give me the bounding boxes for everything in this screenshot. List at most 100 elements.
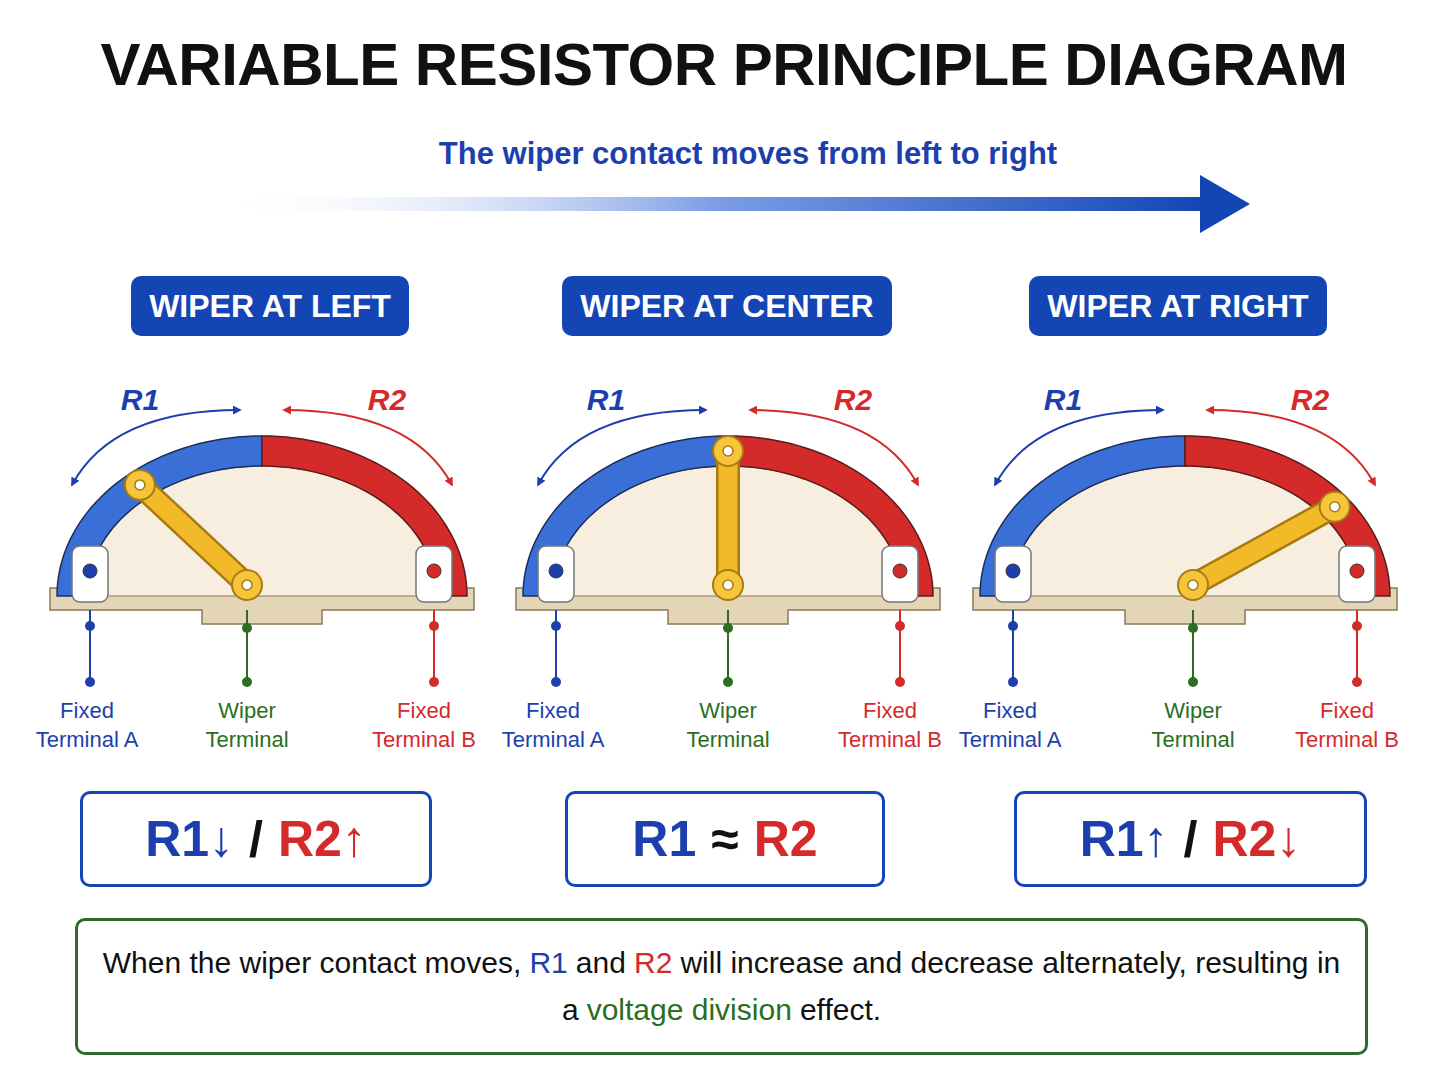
text-line: R1↓ / R2↑: [145, 809, 367, 869]
lead-dot: [429, 677, 439, 687]
resistance-label: R2: [357, 380, 417, 419]
r2-span-arrow: [750, 410, 918, 485]
text-line: R1 ≈ R2: [632, 809, 817, 869]
panel-header: WIPER AT RIGHT: [1029, 276, 1326, 336]
terminal-dot: [1350, 564, 1364, 578]
wiper-lead: [246, 610, 248, 682]
wiper-lead: [1192, 610, 1194, 682]
wiper-arm-outline: [140, 485, 247, 585]
wiper-rivet: [1330, 502, 1340, 512]
header-text: WIPER AT LEFT: [149, 288, 391, 324]
wiper-joint: [1320, 492, 1350, 522]
lead-dot: [723, 677, 733, 687]
potentiometer: [973, 410, 1397, 687]
terminal-lead: [899, 610, 901, 682]
terminal-lead: [1012, 610, 1014, 682]
lead-dot: [1188, 677, 1198, 687]
wiper-rivet: [723, 580, 733, 590]
terminal-lead: [433, 610, 435, 682]
terminal-dot: [427, 564, 441, 578]
wiper-arm: [140, 485, 247, 585]
result-text: /: [249, 811, 263, 867]
terminal-block: [72, 546, 108, 602]
terminal-block: [416, 546, 452, 602]
terminal-label: Wiper Terminal: [1128, 697, 1258, 754]
terminal-block: [995, 546, 1031, 602]
note-text: and: [576, 946, 626, 979]
wiper-joint: [713, 436, 743, 466]
terminal-label: Fixed Terminal B: [359, 697, 489, 754]
lead-dot: [85, 677, 95, 687]
text-line: R1↑/R2↓: [1080, 809, 1302, 869]
wiper-joint: [232, 570, 262, 600]
note-text: R1: [529, 946, 567, 979]
resistance-label: R1: [110, 380, 170, 419]
lead-dot: [1352, 621, 1362, 631]
lead-dot: [85, 621, 95, 631]
direction-arrow-shaft: [220, 197, 1205, 211]
lead-dot: [551, 621, 561, 631]
terminal-label: Fixed Terminal B: [1282, 697, 1412, 754]
wiper-joint: [1178, 570, 1208, 600]
note-text: voltage division: [587, 993, 792, 1026]
wiper-joint: [713, 570, 743, 600]
terminal-label: Wiper Terminal: [182, 697, 312, 754]
wiper-rivet: [242, 580, 252, 590]
panel-header: WIPER AT CENTER: [562, 276, 891, 336]
terminal-lead: [89, 610, 91, 682]
resistance-label: R1: [576, 380, 636, 419]
result-text: R1: [632, 811, 696, 867]
lead-dot: [429, 621, 439, 631]
page-title: VARIABLE RESISTOR PRINCIPLE DIAGRAM: [100, 30, 1347, 99]
result-box: R1↑/R2↓: [1014, 791, 1367, 887]
result-text: R2↑: [278, 811, 367, 867]
terminal-dot: [893, 564, 907, 578]
resistance-label: R2: [1280, 380, 1340, 419]
note-box: When the wiper contact moves,R1andR2will…: [75, 918, 1368, 1055]
wiper-rivet: [723, 446, 733, 456]
terminal-label: Fixed Terminal A: [488, 697, 618, 754]
terminal-block: [538, 546, 574, 602]
resistance-label: R1: [1033, 380, 1093, 419]
wiper-arm-outline: [1193, 507, 1335, 585]
result-box: R1 ≈ R2: [565, 791, 885, 887]
text-line: When the wiper contact moves,R1andR2will…: [102, 940, 1341, 1033]
lead-dot: [242, 623, 252, 633]
resistive-track-r1: [523, 436, 728, 596]
lead-dot: [723, 623, 733, 633]
note-text: When the wiper contact moves,: [103, 946, 522, 979]
terminal-label: Wiper Terminal: [663, 697, 793, 754]
note-text: effect.: [800, 993, 881, 1026]
direction-caption: The wiper contact moves from left to rig…: [298, 134, 1198, 174]
lead-dot: [1008, 621, 1018, 631]
r1-span-arrow: [995, 410, 1163, 485]
wiper-rivet: [1188, 580, 1198, 590]
result-box: R1↓ / R2↑: [80, 791, 432, 887]
result-text: ≈: [711, 811, 738, 867]
resistive-track-r1: [980, 436, 1185, 596]
resistive-track-r1: [57, 436, 262, 596]
r2-span-arrow: [284, 410, 452, 485]
header-text: WIPER AT RIGHT: [1047, 288, 1308, 324]
panel-header: WIPER AT LEFT: [131, 276, 409, 336]
terminal-dot: [549, 564, 563, 578]
resistance-label: R2: [823, 380, 883, 419]
potentiometer: [516, 410, 940, 687]
result-text: R1↓: [145, 811, 234, 867]
wiper-arm-outline: [716, 451, 740, 585]
terminal-dot: [1006, 564, 1020, 578]
terminal-lead: [555, 610, 557, 682]
lead-dot: [895, 621, 905, 631]
terminal-dot: [83, 564, 97, 578]
direction-arrow-head: [1200, 175, 1250, 233]
r2-span-arrow: [1207, 410, 1375, 485]
terminal-block: [1339, 546, 1375, 602]
wiper-rivet: [135, 480, 145, 490]
result-text: R2: [754, 811, 818, 867]
wiper-lead: [727, 610, 729, 682]
wiper-arm: [1193, 507, 1335, 585]
lead-dot: [895, 677, 905, 687]
header-text: WIPER AT CENTER: [580, 288, 873, 324]
terminal-label: Fixed Terminal A: [945, 697, 1075, 754]
